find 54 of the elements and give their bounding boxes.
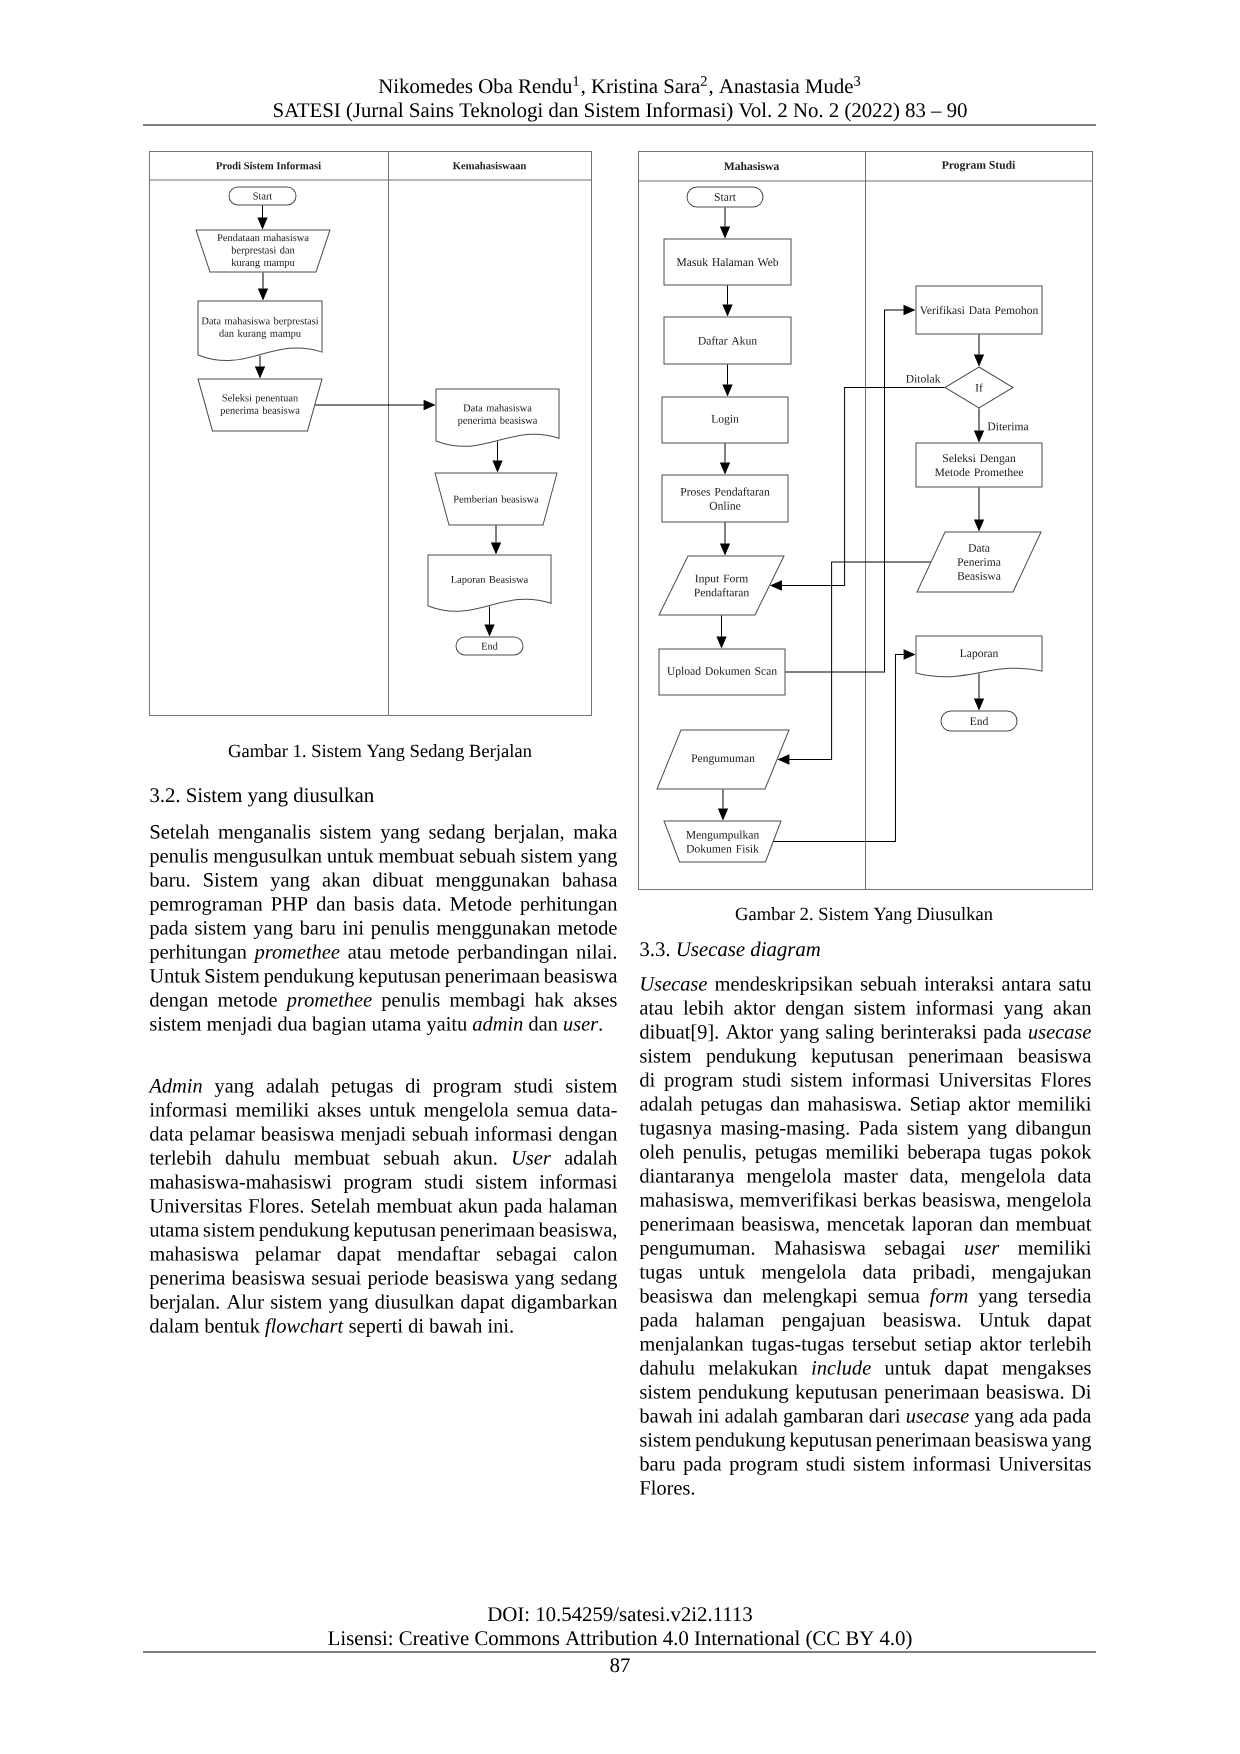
arrow (974, 487, 984, 531)
arrow (974, 672, 984, 710)
license-line: Lisensi: Creative Commons Attribution 4.0 International (CC BY 4.0) (328, 1630, 912, 1650)
input-output-box: Pengumuman (656, 729, 790, 790)
process-box: Masuk Halaman Web (663, 238, 792, 286)
edge-label: Diterima (986, 421, 1030, 432)
arrow (974, 334, 984, 366)
manual-operation-box: Pendataan mahasiswa berprestasi dan kurang mampu (195, 229, 331, 273)
arrow (255, 354, 265, 378)
arrow (720, 207, 730, 238)
arrow (314, 400, 435, 410)
input-output-box: Data Penerima Beasiswa (916, 531, 1042, 593)
manual-operation-box: Mengumpulkan Dokumen Fisik (663, 820, 782, 863)
arrow (720, 522, 730, 555)
author-line: Nikomedes Oba Rendu$^{1}$, Kristina Sara$^{2}$, Anastasia Mude$^{3}$ (378, 76, 861, 97)
arrow (720, 443, 730, 474)
manual-operation-box: Seleksi penentuan penerima beasiswa (197, 378, 323, 432)
section-heading: 3.3. Usecase diagram (640, 941, 820, 961)
manual-operation-box: Pemberian beasiswa (434, 472, 558, 526)
arrow (770, 387, 946, 591)
process-box: Verifikasi Data Pemohon (915, 285, 1043, 335)
arrow (722, 285, 733, 316)
arrow (258, 271, 268, 300)
paragraph: Setelah menganalis sistem yang sedang berjalan, maka penulis mengusulkan untuk membuat sebuah sistem yang baru. Sistem yang akan dibuat menggunakan bahasa pemrograman PHP dan basis data. Metode perhitungan pada sistem yang baru ini penulis menggunakan metode perhitungan promethee atau metode perbandingan nilai. Untuk Sistem pendukung keputusan penerimaan beasiswa dengan metode promethee penulis membagi hak akses sistem menjadi dua bagian utama yaitu admin dan user. (149, 824, 618, 1035)
journal-line: SATESI (Jurnal Sains Teknologi dan Sistem Informasi) Vol. 2 No. 2 (2022) 83 – 90 (273, 102, 967, 122)
arrow (974, 407, 984, 442)
figure-caption: Gambar 2. Sistem Yang Diusulkan (735, 907, 993, 924)
process-box: Proses Pendaftaran Online (661, 474, 789, 523)
terminal-box: End (455, 636, 524, 656)
process-box: Daftar Akun (663, 316, 792, 365)
process-box: Login (661, 396, 789, 444)
arrow (718, 788, 728, 820)
terminal-box: End (940, 710, 1018, 732)
page-number: 87 (610, 1658, 630, 1673)
edge-label: Ditolak (904, 373, 942, 384)
section-heading: 3.2. Sistem yang diusulkan (150, 787, 374, 807)
arrow (778, 561, 932, 765)
figure-caption: Gambar 1. Sistem Yang Sedang Berjalan (228, 744, 532, 761)
doi-line: DOI: 10.54259/satesi.v2i2.1113 (487, 1607, 752, 1622)
paragraph: Usecase mendeskripsikan sebuah interaksi antara satu atau lebih aktor dengan sistem informasi yang akan dibuat[9]. Aktor yang saling berinteraksi pada usecase sistem pendukung keputusan penerimaan beasiswa di program studi sistem informasi Universitas Flores adalah petugas dan mahasiswa. Setiap aktor memiliki tugasnya masing-masing. Pada sistem yang dibangun oleh penulis, petugas memiliki beberapa tugas pokok diantaranya mengelola master data, mengelola data mahasiswa, memverifikasi berkas beasiswa, mengelola penerimaan beasiswa, mencetak laporan dan membuat pengumuman. Mahasiswa sebagai user memiliki tugas untuk mengelola data pribadi, mengajukan beasiswa dan melengkapi semua form yang tersedia pada halaman pengajuan beasiswa. Untuk dapat menjalankan tugas-tugas tersebut setiap aktor terlebih dahulu melakukan include untuk dapat mengakses sistem pendukung keputusan penerimaan beasiswa. Di bawah ini adalah gambaran dari usecase yang ada pada sistem pendukung keputusan penerimaan beasiswa yang baru pada program studi sistem informasi Universitas Flores. (639, 976, 1092, 1495)
arrow (716, 614, 727, 648)
arrow (773, 649, 915, 842)
paragraph: Admin yang adalah petugas di program studi sistem informasi memiliki akses untuk mengelola semua data-data pelamar beasiswa menjadi sebuah informasi dengan terlebih dahulu membuat sebuah akun. User adalah mahasiswa-mahasiswi program studi sistem informasi Universitas Flores. Setelah membuat akun pada halaman utama sistem pendukung keputusan penerimaan beasiswa, mahasiswa pelamar dapat mendaftar sebagai calon penerima beasiswa sesuai periode beasiswa yang sedang berjalan. Alur sistem yang diusulkan dapat digambarkan dalam bentuk flowchart seperti di bawah ini. (148, 1078, 618, 1337)
terminal-box: Start (228, 186, 297, 206)
arrow (484, 605, 495, 636)
process-box: Upload Dokumen Scan (658, 648, 786, 696)
input-output-box: Input Form Pendaftaran (658, 555, 785, 616)
arrow (722, 364, 733, 396)
process-box: Seleksi Dengan Metode Promethee (915, 442, 1043, 488)
terminal-box: Start (686, 186, 764, 208)
arrow (785, 305, 915, 673)
arrow (491, 524, 501, 554)
arrow (492, 440, 503, 472)
arrow (257, 205, 268, 229)
